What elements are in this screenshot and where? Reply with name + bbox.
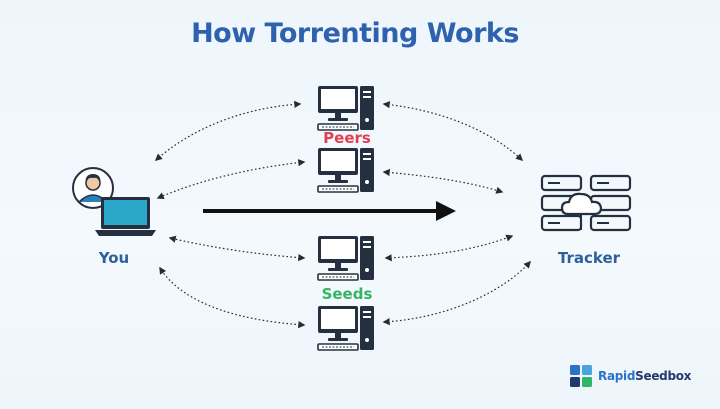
brand-logo: RapidSeedbox: [594, 364, 691, 388]
page-title: How Torrenting Works: [191, 18, 519, 49]
you-label: You: [98, 249, 130, 267]
seed-computer-1: [317, 235, 375, 281]
laptop-icon: [95, 197, 156, 236]
edge-tracker-peer1: [382, 101, 524, 161]
seeds-label: Seeds: [321, 285, 373, 303]
peers-label: Peers: [323, 129, 371, 147]
brand-rapid: Rapid: [598, 369, 636, 383]
edge-you-seed1: [168, 235, 306, 262]
edge-tracker-peer2: [382, 168, 504, 194]
tracker-label: Tracker: [557, 249, 621, 267]
user-avatar-icon: [72, 167, 114, 209]
edge-you-seed2: [159, 266, 306, 329]
tracker-server-icon: [540, 174, 632, 232]
edge-tracker-seed1: [384, 234, 514, 262]
edge-you-peer1: [154, 100, 302, 161]
rapidseedbox-logo-icon: [570, 365, 592, 387]
edge-you-peer2: [156, 159, 306, 200]
peer-computer-1: [317, 85, 375, 131]
seed-computer-2: [317, 305, 375, 351]
brand-seedbox: Seedbox: [635, 369, 692, 383]
peer-computer-2: [317, 147, 375, 193]
